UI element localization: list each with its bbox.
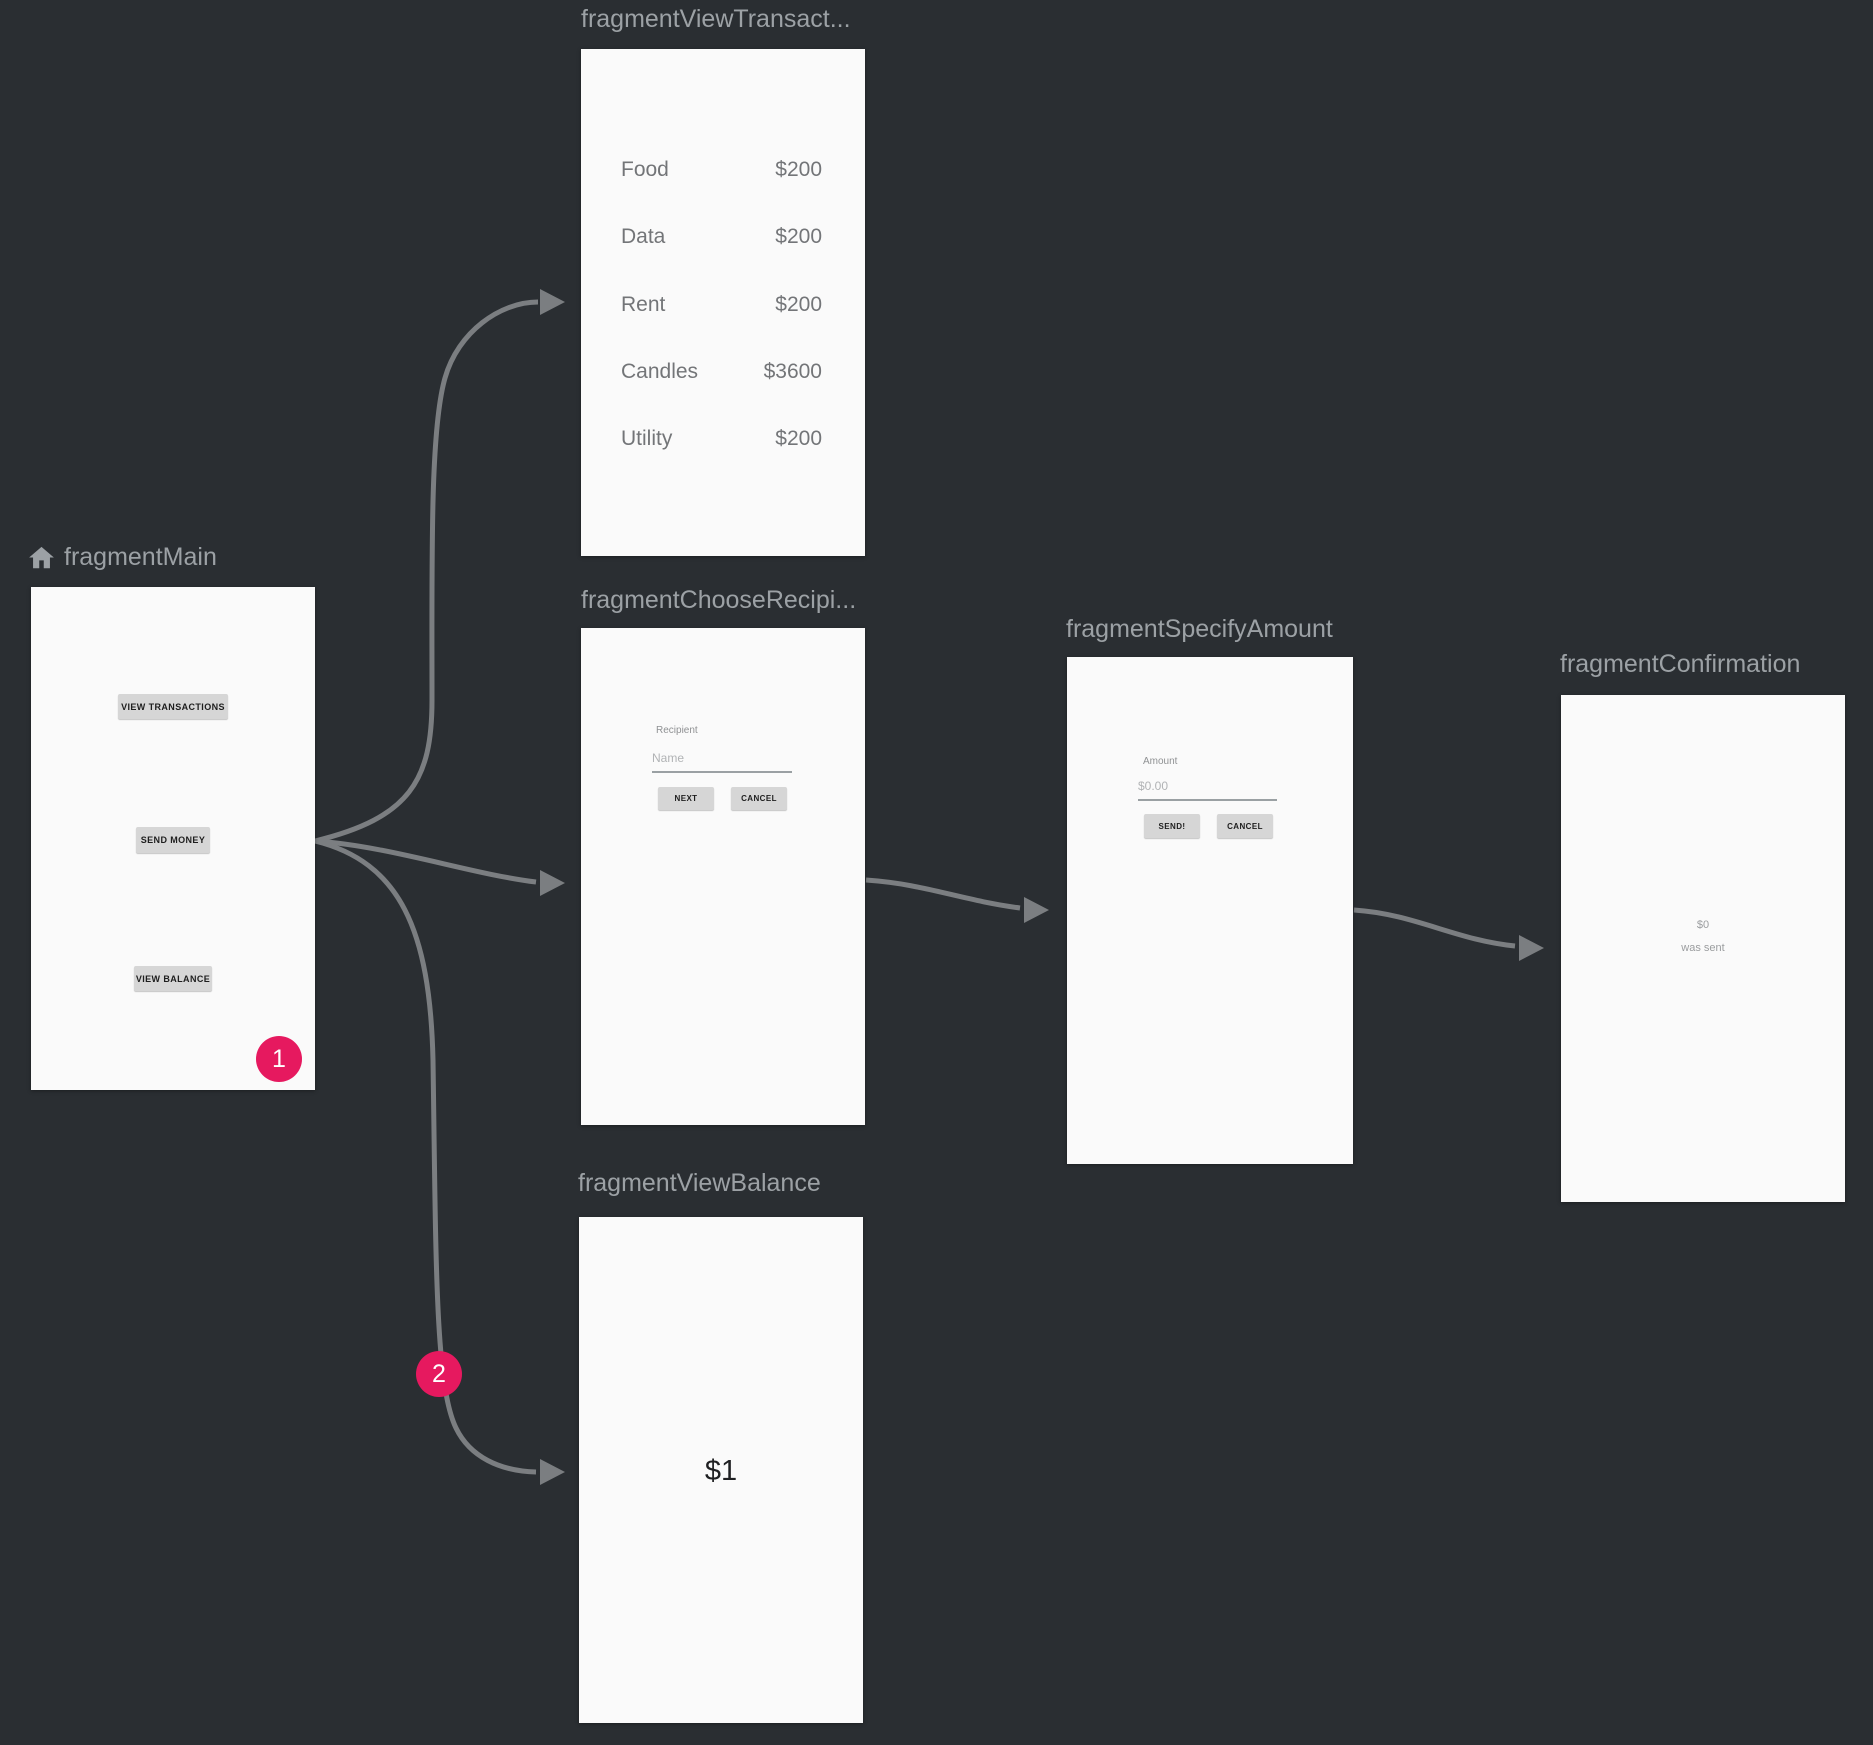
step-badge-2: 2	[416, 1351, 462, 1397]
fragment-choose-recipient-card[interactable]: Recipient Name NEXT CANCEL	[581, 628, 865, 1125]
fragment-main-header[interactable]: fragmentMain	[28, 540, 217, 574]
fragment-choose-recipient-header[interactable]: fragmentChooseRecipi...	[581, 583, 856, 617]
fragment-view-balance-header[interactable]: fragmentViewBalance	[578, 1166, 821, 1200]
balance-text: $1	[704, 1455, 738, 1487]
fragment-specify-amount-title: fragmentSpecifyAmount	[1066, 615, 1333, 643]
cancel-button: CANCEL	[731, 787, 787, 810]
amount-input: $0.00	[1138, 779, 1169, 793]
send-button: SEND!	[1144, 814, 1200, 838]
transaction-row: Food $200	[621, 156, 822, 184]
recipient-field-label: Recipient	[656, 725, 698, 736]
transaction-amount: $200	[775, 225, 822, 248]
transaction-label: Candles	[621, 360, 699, 383]
arrowhead-view-transactions-icon	[540, 289, 565, 315]
transaction-label: Rent	[621, 293, 666, 316]
fragment-view-transactions-header[interactable]: fragmentViewTransact...	[581, 2, 851, 36]
transaction-row: Data $200	[621, 223, 822, 251]
fragment-confirmation-header[interactable]: fragmentConfirmation	[1560, 647, 1800, 681]
view-balance-button: VIEW BALANCE	[134, 966, 212, 991]
fragment-view-balance-title: fragmentViewBalance	[578, 1169, 821, 1197]
cancel-button: CANCEL	[1217, 814, 1273, 838]
fragment-main-title: fragmentMain	[64, 543, 217, 571]
fragment-view-transactions-card[interactable]: Food $200 Data $200 Rent $200 Candles $3…	[581, 49, 865, 556]
transaction-amount: $3600	[763, 360, 822, 383]
transaction-amount: $200	[775, 293, 822, 316]
confirmation-caption-text: was sent	[1681, 942, 1725, 954]
amount-input-underline	[1138, 799, 1277, 801]
arrowhead-confirmation-icon	[1519, 935, 1544, 961]
home-icon	[29, 546, 54, 568]
amount-field-label: Amount	[1143, 756, 1178, 767]
transaction-row: Utility $200	[621, 425, 822, 453]
arrowhead-specify-amount-icon	[1024, 897, 1049, 923]
next-button: NEXT	[658, 787, 714, 810]
confirmation-amount-text: $0	[1696, 919, 1710, 931]
transaction-label: Data	[621, 225, 666, 248]
fragment-specify-amount-card[interactable]: Amount $0.00 SEND! CANCEL	[1067, 657, 1353, 1164]
name-input-underline	[652, 771, 792, 773]
edge-main-to-view-balance[interactable]	[314, 838, 537, 1475]
view-transactions-button: VIEW TRANSACTIONS	[118, 694, 228, 719]
fragment-confirmation-title: fragmentConfirmation	[1560, 650, 1801, 678]
fragment-confirmation-card[interactable]: $0 was sent	[1561, 695, 1845, 1202]
transaction-label: Food	[621, 158, 669, 181]
step-badge-1: 1	[256, 1036, 302, 1082]
edge-specify-amount-to-confirmation[interactable]	[1353, 907, 1516, 949]
send-money-button: SEND MONEY	[136, 827, 210, 853]
edge-choose-recipient-to-specify-amount[interactable]	[865, 877, 1021, 911]
fragment-view-balance-card[interactable]: $1	[579, 1217, 863, 1723]
transaction-amount: $200	[775, 158, 822, 181]
fragment-choose-recipient-title: fragmentChooseRecipi...	[581, 586, 857, 614]
fragment-main-card[interactable]: VIEW TRANSACTIONS SEND MONEY VIEW BALANC…	[31, 587, 315, 1090]
arrowhead-choose-recipient-icon	[540, 870, 565, 896]
transaction-row: Candles $3600	[621, 358, 822, 386]
fragment-specify-amount-header[interactable]: fragmentSpecifyAmount	[1066, 612, 1333, 646]
arrowhead-view-balance-icon	[540, 1459, 565, 1485]
name-input: Name	[652, 751, 685, 765]
transaction-amount: $200	[775, 427, 822, 450]
transaction-label: Utility	[621, 427, 673, 450]
edge-main-to-choose-recipient[interactable]	[314, 838, 537, 885]
transaction-row: Rent $200	[621, 291, 822, 319]
edge-main-to-view-transactions[interactable]	[314, 299, 539, 844]
fragment-view-transactions-title: fragmentViewTransact...	[581, 5, 851, 33]
